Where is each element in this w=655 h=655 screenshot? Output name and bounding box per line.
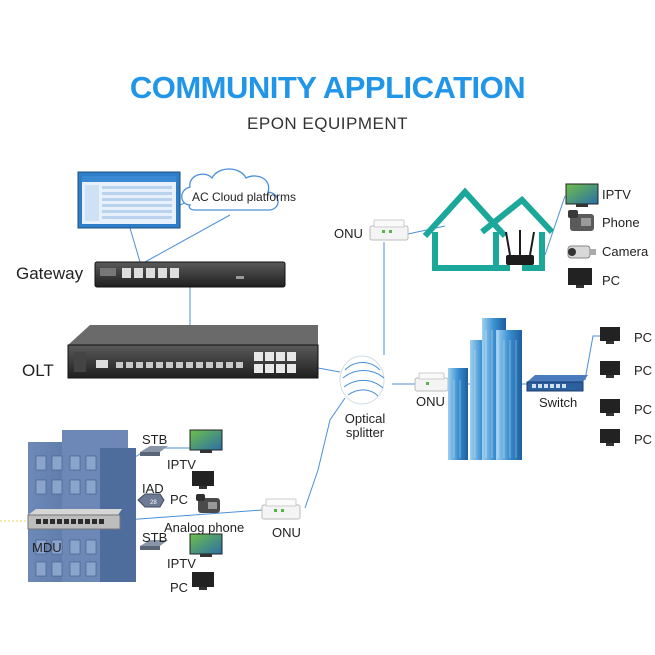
analog-phone-icon	[196, 494, 220, 513]
onu-top-device	[369, 219, 409, 241]
analog-phone-label: Analog phone	[164, 520, 245, 535]
home-tv-icon	[565, 183, 599, 207]
page-subtitle: EPON EQUIPMENT	[247, 114, 408, 133]
pc-1-label: PC	[170, 492, 189, 507]
office-pc-1-icon	[600, 327, 620, 344]
home-camera-icon	[567, 245, 596, 259]
onu-top-label: ONU	[334, 226, 363, 241]
onu-middle-device	[414, 372, 449, 392]
stb-1-icon	[140, 446, 168, 456]
pc-mdu-2-icon	[192, 572, 214, 590]
home-phone-icon	[568, 210, 594, 231]
home-iptv-label: IPTV	[602, 187, 631, 202]
office-pc-3-icon	[600, 399, 620, 416]
gateway-label: Gateway	[16, 264, 84, 283]
office-pc-3-label: PC	[634, 402, 653, 417]
office-pc-2-label: PC	[634, 363, 653, 378]
stb-1-label: STB	[142, 432, 168, 447]
mdu-device	[0, 509, 122, 530]
line-router-home	[544, 195, 566, 256]
home-pc-label: PC	[602, 273, 621, 288]
onu-middle-label: ONU	[416, 394, 445, 409]
svg-text:28: 28	[150, 500, 157, 506]
switch-device	[526, 375, 588, 392]
iptv-1-tv-icon	[189, 429, 223, 453]
office-tower-icon	[448, 318, 522, 460]
onu-bottom-label: ONU	[272, 525, 301, 540]
office-pc-1-label: PC	[634, 330, 653, 345]
house-icon	[422, 187, 555, 271]
management-monitor	[77, 171, 181, 229]
pc-2-label: PC	[170, 580, 189, 595]
pc-mdu-1-icon	[192, 471, 214, 489]
stb-2-label: STB	[142, 530, 168, 545]
line-cloud-gateway	[144, 214, 231, 263]
cloud-icon	[181, 168, 279, 211]
iad-label: IAD	[142, 481, 164, 496]
line-olt-splitter	[317, 367, 341, 373]
home-camera-label: Camera	[602, 244, 649, 259]
line-splitter-onu-bottom	[304, 397, 346, 509]
office-pc-2-icon	[600, 361, 620, 378]
onu-bottom-device	[261, 498, 301, 520]
switch-label: Switch	[539, 395, 578, 410]
wifi-router-icon	[505, 230, 535, 265]
apartment-building-icon	[28, 430, 136, 582]
optical-splitter-label: Optical splitter	[344, 411, 386, 440]
stb-2-icon	[140, 540, 168, 550]
office-pc-4-icon	[600, 429, 620, 446]
line-switch-pcs	[584, 335, 600, 381]
iad-device-icon: 28	[137, 493, 165, 508]
line-monitor-gateway	[129, 227, 141, 263]
optical-splitter	[339, 355, 385, 405]
home-phone-label: Phone	[602, 215, 640, 230]
olt-device	[67, 325, 319, 379]
olt-label: OLT	[22, 361, 54, 380]
iptv-1-label: IPTV	[167, 457, 196, 472]
home-pc-icon	[568, 268, 592, 288]
office-pc-4-label: PC	[634, 432, 653, 447]
line-mdu-onu	[124, 509, 263, 521]
cloud-label: AC Cloud platforms	[192, 190, 297, 204]
page-title: COMMUNITY APPLICATION	[129, 70, 526, 105]
mdu-label: MDU	[32, 540, 62, 555]
gateway-device	[94, 261, 286, 288]
iptv-2-label: IPTV	[167, 556, 196, 571]
iptv-2-tv-icon	[189, 533, 223, 557]
